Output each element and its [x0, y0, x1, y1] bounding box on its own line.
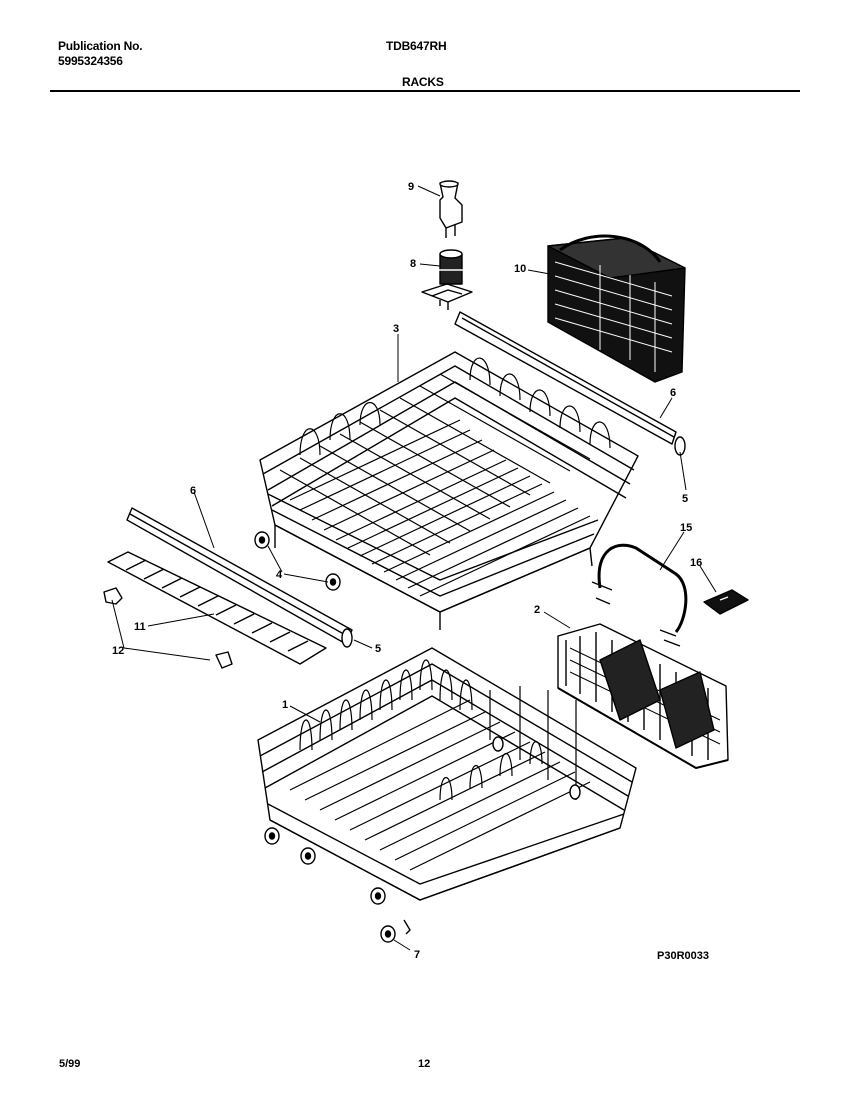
part-16-cover	[703, 589, 749, 615]
header-rule	[50, 90, 800, 92]
part-1-lower-rack	[257, 647, 637, 901]
callout-15: 15	[680, 522, 692, 534]
footer-date: 5/99	[59, 1058, 81, 1070]
callout-10: 10	[514, 263, 526, 275]
callout-3: 3	[393, 323, 399, 335]
part-9-nozzle	[439, 180, 463, 238]
part-11-cup-shelf	[107, 551, 327, 665]
callout-2: 2	[534, 604, 540, 616]
part-6-rail-left	[126, 507, 353, 648]
part-10-basket-top	[547, 234, 686, 383]
model-number: TDB647RH	[386, 39, 447, 53]
part-15-handle	[591, 543, 688, 647]
leader-lines	[111, 185, 717, 951]
part-3-upper-rack	[259, 351, 639, 630]
section-title: RACKS	[402, 75, 444, 89]
callout-4: 4	[276, 569, 283, 581]
part-12-clips	[103, 587, 233, 669]
callout-5-right: 5	[682, 493, 688, 505]
callout-6-left: 6	[190, 485, 196, 497]
publication-number: 5995324356	[58, 54, 123, 68]
callout-9: 9	[408, 181, 414, 193]
callout-5-left: 5	[375, 643, 381, 655]
callout-8: 8	[410, 258, 416, 270]
part-4-wheels	[254, 531, 341, 591]
callout-6-right: 6	[670, 387, 676, 399]
callout-1: 1	[282, 699, 288, 711]
part-7-wheels	[264, 827, 411, 943]
part-8-mount	[421, 249, 473, 310]
callout-11: 11	[134, 621, 146, 633]
callout-12: 12	[112, 645, 124, 657]
footer-page-number: 12	[418, 1058, 431, 1070]
part-2-basket	[557, 623, 729, 769]
publication-label: Publication No.	[58, 39, 143, 53]
callout-16: 16	[690, 557, 702, 569]
diagram-reference-code: P30R0033	[657, 950, 709, 962]
callout-7: 7	[414, 949, 420, 961]
part-6-rail-right	[454, 311, 686, 456]
